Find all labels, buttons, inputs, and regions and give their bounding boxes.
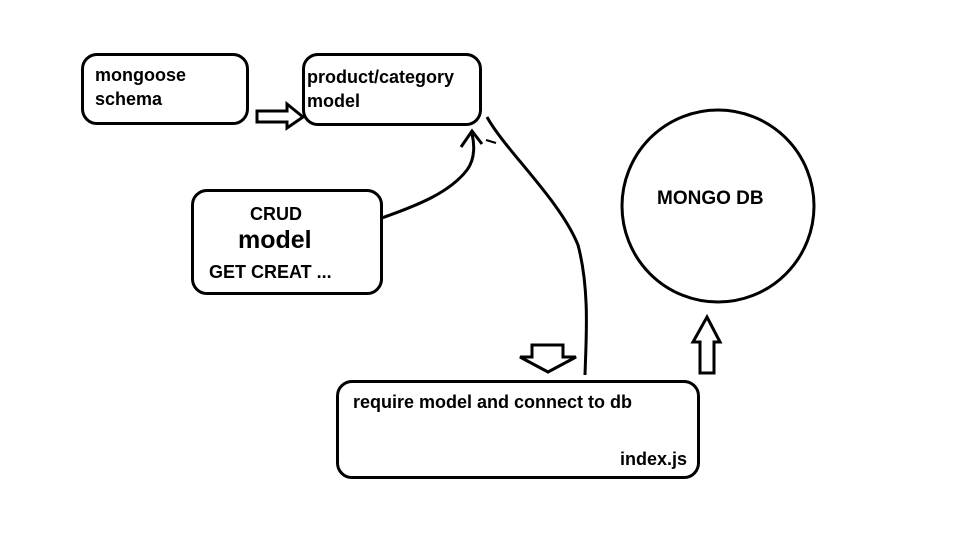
crud-to-model-arrowhead [459, 128, 484, 148]
product-model-line1: product/category [307, 67, 455, 87]
index-js-box: require model and connect to db index.js [336, 380, 700, 479]
crud-model-box: CRUD model GET CREAT ... [191, 189, 383, 295]
index-js-filename: index.js [619, 449, 687, 469]
mongoose-schema-line1: mongoose [95, 65, 187, 85]
mongo-db-circle [620, 108, 816, 304]
schema-to-model-arrow [255, 100, 306, 131]
product-model-line2: model [307, 91, 361, 111]
crud-line2: model [238, 226, 312, 254]
mongoose-schema-line2: schema [95, 89, 163, 109]
model-to-index-curve [485, 116, 588, 376]
crud-line1: CRUD [250, 204, 302, 224]
mongo-db-label: MONGO DB [657, 188, 764, 209]
product-model-box: product/category model [302, 53, 482, 126]
model-to-index-tick [485, 139, 497, 144]
crud-line3: GET CREAT ... [209, 262, 332, 282]
crud-to-model-curve [372, 133, 476, 223]
down-arrow-to-index [519, 343, 577, 374]
up-arrow-to-mongo [690, 313, 723, 375]
index-js-description: require model and connect to db [353, 392, 633, 412]
mongoose-schema-box: mongoose schema [81, 53, 249, 125]
